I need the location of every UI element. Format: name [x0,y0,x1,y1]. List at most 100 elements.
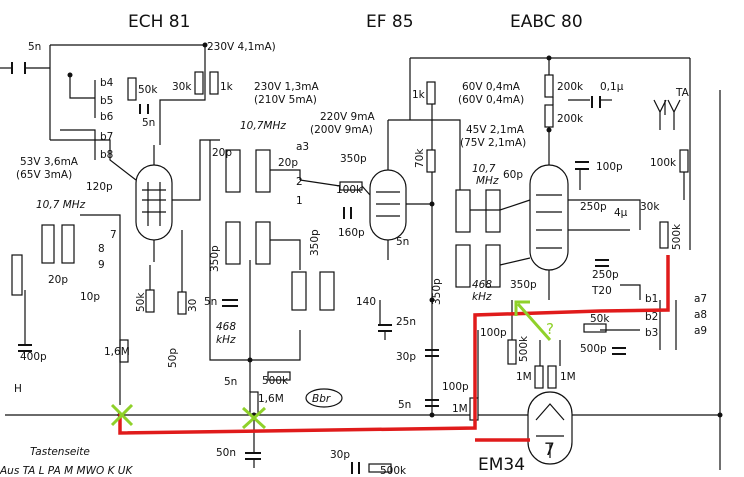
label-500p: 500p [580,343,607,355]
label-16m-b: 1,6M [258,393,284,405]
label-200v-9ma: (200V 9mA) [310,124,373,136]
label-50p: 50p [167,348,179,368]
label-t20: T20 [591,285,612,297]
label-210v-5ma: (210V 5mA) [254,94,317,106]
label-b6: b6 [100,111,114,123]
label-20p-b: 20p [278,157,298,169]
label-220v-9ma: 220V 9mA [320,111,375,123]
label-a9: a9 [694,325,707,337]
label-b5: b5 [100,95,113,107]
label-khz-b: kHz [472,291,492,303]
label-500k-b: 500k [262,375,289,387]
label-500k-d: 500k [380,465,407,477]
label-4u: 4µ [614,207,628,219]
label-350p-c: 350p [309,229,321,256]
label-50k-a: 50k [138,84,158,96]
label-b4: b4 [100,77,114,89]
label-468: 468 [216,321,236,333]
label-120p: 120p [86,181,113,193]
em34-pin-7: 7 [544,440,555,460]
ta-connector-icon [653,99,681,130]
label-20p-c: 20p [48,274,68,286]
label-50k-b: 50k [135,292,147,312]
label-500k-a: 500k [671,223,683,250]
label-100p-c: 100p [442,381,469,393]
label-53v: 53V 3,6mA [20,156,79,168]
label-200k-b: 200k [557,113,584,125]
label-100k-b: 100k [650,157,677,169]
label-7: 7 [110,229,117,241]
label-107mhz-b: 10,7 MHz [36,199,86,211]
green-x-mark-left [110,403,134,427]
label-107mhz-a: 10,7MHz [240,120,286,132]
label-5n-c: 5n [396,236,409,248]
label-1m-b: 1M [560,371,576,383]
label-tastenseite: Tastenseite [30,446,90,458]
label-a3: a3 [296,141,309,153]
label-50k-c: 50k [590,313,610,325]
label-1m-a: 1M [516,371,532,383]
label-70k: 70k [414,148,426,168]
red-trace [118,255,670,435]
tube-ef85 [369,119,410,260]
label-1: 1 [296,195,303,207]
label-01u: 0,1µ [600,81,624,93]
label-b1: b1 [645,293,658,305]
label-350p-e: 350p [510,279,537,291]
label-2: 2 [296,176,303,188]
label-a7: a7 [694,293,707,305]
label-100p-a: 100p [596,161,623,173]
label-100p-b: 100p [480,327,507,339]
label-350p-b: 350p [209,245,221,272]
tube-label-em34: EM34 [478,455,525,475]
green-arrow [514,300,552,341]
label-468-b: 468 [472,279,492,291]
label-b8: b8 [100,149,113,161]
label-45v: 45V 2,1mA [466,124,525,136]
label-60p: 60p [503,169,523,181]
signal-wires [24,58,685,468]
label-65v: (65V 3mA) [16,169,72,181]
label-160p: 160p [338,227,365,239]
label-350p-a: 350p [340,153,367,165]
if-transformers [11,149,501,311]
tube-eabc80 [529,130,569,300]
label-60v: 60V 0,4mA [462,81,521,93]
label-140: 140 [356,296,376,308]
label-5n-b: 5n [142,117,155,129]
label-5n-d: 5n [204,296,217,308]
label-16m-a: 1,6M [104,346,130,358]
label-switch-positions: Aus TA L PA M MWO K UK [0,465,133,477]
label-250p-b: 250p [592,269,619,281]
label-100k-a: 100k [336,184,363,196]
label-230v-41ma: 230V 4,1mA) [207,41,276,53]
label-1k-b: 1k [412,89,426,101]
label-h: H [14,383,22,395]
label-60v-b: (60V 0,4mA) [458,94,524,106]
label-ta: TA [675,87,690,99]
resistors [119,71,689,473]
label-350p-d: 350p [431,278,443,305]
label-200k-a: 200k [557,81,584,93]
label-500k-c: 500k [518,335,530,362]
bbr-marker: Bbr [305,388,343,408]
label-mhz-c: MHz [476,175,499,187]
green-x-mark-right [241,406,267,430]
label-khz: kHz [216,334,236,346]
label-400p: 400p [20,351,47,363]
label-1k: 1k [220,81,234,93]
tube-em34: 7 [527,391,573,465]
label-30: 30 [187,299,199,312]
component-labels: 230V 4,1mA) 230V 1,3mA (210V 5mA) 220V 9… [0,41,707,477]
label-75v: (75V 2,1mA) [460,137,526,149]
green-question-mark: ? [546,320,554,338]
label-230v-13ma: 230V 1,3mA [254,81,319,93]
label-b2: b2 [645,311,658,323]
bbr-label: Bbr [312,393,331,405]
tube-label-ef85: EF 85 [366,12,414,32]
label-250p-a: 250p [580,201,607,213]
label-9: 9 [98,259,105,271]
label-1m-c: 1M [452,403,468,415]
